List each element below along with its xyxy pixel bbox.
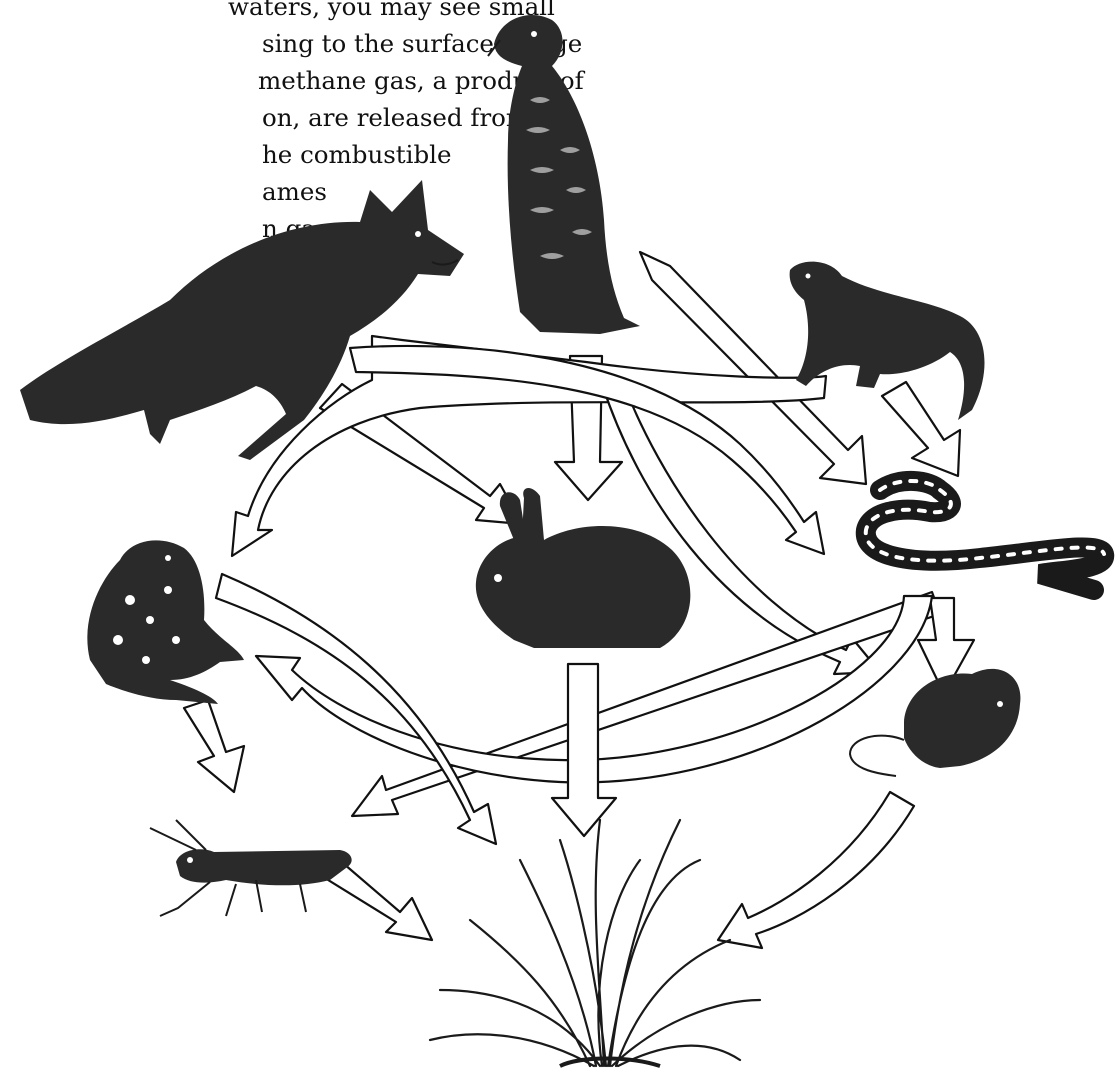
arrow-frog-to-grasshopper <box>184 700 244 792</box>
arrow-rabbit-to-grass <box>552 664 616 836</box>
arrow-frog-to-grass <box>216 574 496 844</box>
hawk-icon <box>488 15 640 334</box>
grass-icon <box>430 820 760 1066</box>
coyote-icon <box>20 180 464 460</box>
rabbit-icon <box>476 488 691 648</box>
mouse-icon <box>850 669 1020 776</box>
frog-icon <box>87 540 244 704</box>
snake-icon <box>866 481 1104 590</box>
arrow-weasel-to-snake <box>882 382 960 476</box>
grasshopper-icon <box>150 820 352 916</box>
arrow-mouse-to-grass <box>718 792 914 948</box>
